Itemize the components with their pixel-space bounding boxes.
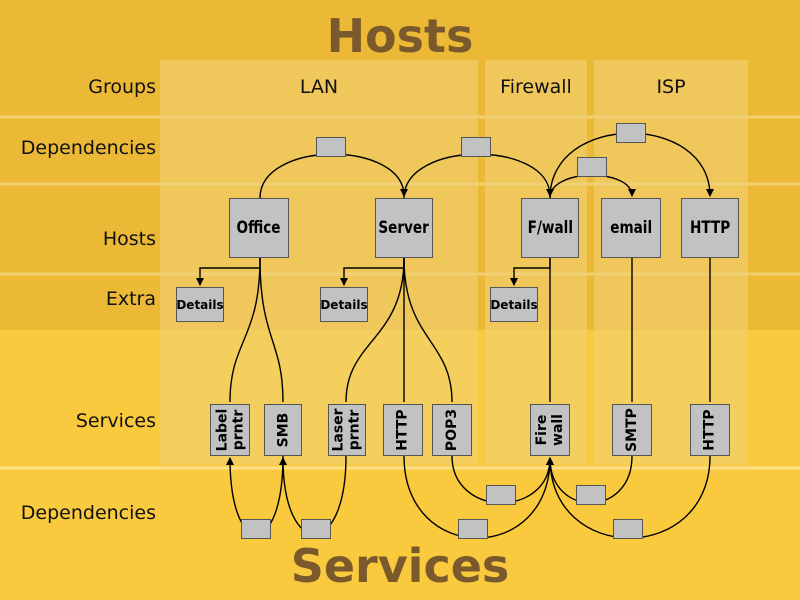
service-laser-printer-text: Laser prntr [331, 408, 364, 452]
row-label-services: Services [75, 410, 156, 432]
service-label-printer-text: Label prntr [214, 408, 246, 452]
dependency-firewall-email[interactable] [577, 157, 607, 177]
host-http-label: HTTP [689, 218, 731, 238]
row-label-dependencies-top: Dependencies [20, 137, 156, 159]
zone-lan [160, 60, 478, 465]
host-email[interactable]: email [601, 198, 661, 258]
service-smtp[interactable]: SMTP [612, 404, 652, 456]
row-label-dependencies-bottom: Dependencies [20, 502, 156, 524]
host-office-label: Office [236, 218, 282, 238]
dependency-pop3-firewall[interactable] [486, 485, 516, 505]
host-office[interactable]: Office [229, 198, 289, 258]
services-title: Services [290, 539, 510, 593]
group-label-isp: ISP [656, 76, 686, 98]
row-label-groups: Groups [88, 76, 156, 98]
service-laser-printer[interactable]: Laser prntr [328, 404, 366, 456]
dependency-smb-label-printer[interactable] [241, 519, 271, 539]
details-server[interactable]: Details [320, 287, 368, 322]
service-firewall-text: Fire wall [533, 414, 566, 446]
host-server-label: Server [378, 218, 430, 238]
host-email-label: email [610, 218, 652, 238]
group-label-firewall: Firewall [500, 76, 572, 98]
dependency-office-server[interactable] [316, 137, 346, 157]
host-firewall[interactable]: F/wall [521, 198, 579, 258]
host-http[interactable]: HTTP [681, 198, 739, 258]
service-pop3[interactable]: POP3 [432, 404, 472, 456]
dependency-smtp-firewall[interactable] [576, 485, 606, 505]
service-firewall[interactable]: Fire wall [530, 404, 570, 456]
service-http-server[interactable]: HTTP [383, 404, 423, 456]
row-label-extra: Extra [105, 288, 156, 310]
hosts-title: Hosts [326, 9, 474, 63]
host-firewall-label: F/wall [527, 218, 573, 238]
service-label-printer[interactable]: Label prntr [210, 404, 250, 456]
service-smtp-text: SMTP [624, 408, 641, 452]
zone-firewall [485, 60, 587, 465]
dependency-firewall-http[interactable] [616, 123, 646, 143]
service-smb-text: SMB [275, 412, 291, 448]
service-smb[interactable]: SMB [264, 404, 302, 456]
dependency-server-firewall[interactable] [461, 137, 491, 157]
group-label-lan: LAN [299, 76, 339, 98]
service-http-server-text: HTTP [395, 409, 411, 451]
dependency-http-isp-firewall[interactable] [613, 519, 643, 539]
service-http-isp-text: HTTP [702, 409, 718, 451]
connectors [196, 132, 714, 539]
row-label-hosts: Hosts [102, 228, 156, 250]
host-server[interactable]: Server [375, 198, 433, 258]
details-office[interactable]: Details [176, 287, 224, 322]
service-pop3-text: POP3 [444, 408, 461, 452]
dependency-laser-printer-smb[interactable] [301, 519, 331, 539]
details-firewall[interactable]: Details [490, 287, 538, 322]
dependency-http-firewall[interactable] [458, 519, 488, 539]
service-http-isp[interactable]: HTTP [690, 404, 730, 456]
